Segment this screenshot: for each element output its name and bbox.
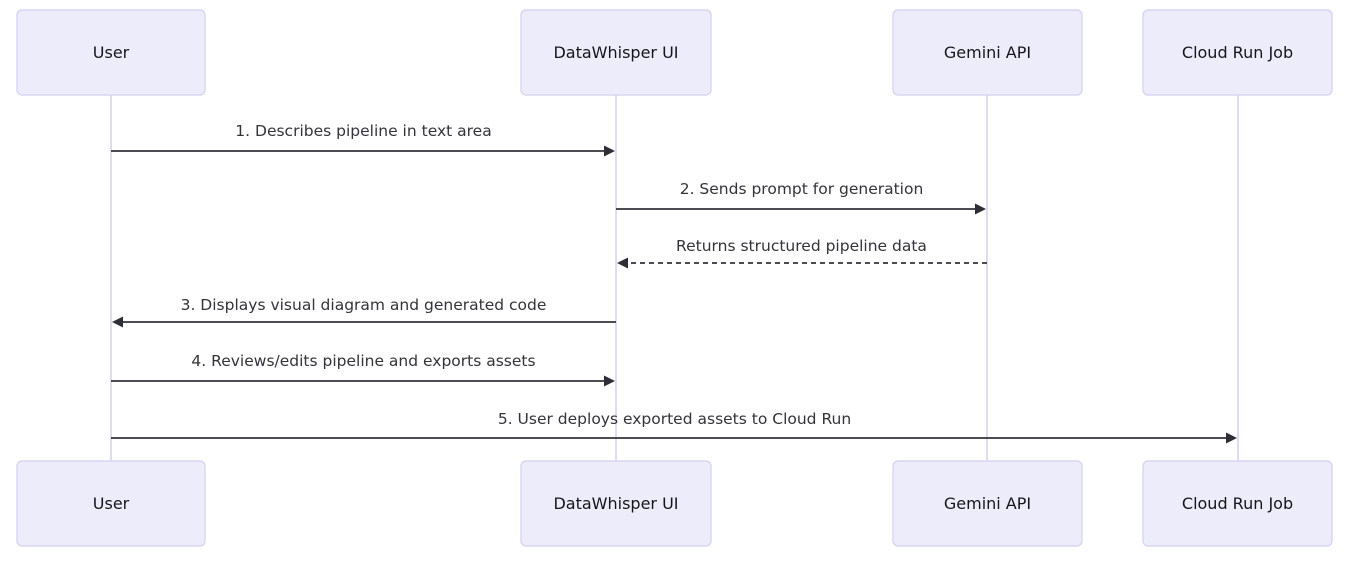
lifelines-group	[110, 95, 1239, 461]
actor-label-gemini-bottom: Gemini API	[944, 494, 1031, 513]
message-label-5: 4. Reviews/edits pipeline and exports as…	[191, 352, 535, 370]
messages-group: 1. Describes pipeline in text area 2. Sen…	[111, 122, 1237, 444]
actor-box-ui-bottom[interactable]	[520, 460, 712, 547]
message-arrowhead-6	[1226, 432, 1237, 444]
message-label-3: Returns structured pipeline data	[676, 237, 927, 255]
message-arrowhead-5	[604, 375, 615, 387]
actor-box-ui-top[interactable]	[520, 9, 712, 96]
actors-top-group: User DataWhisper UI Gemini API Cloud Run Jo…	[16, 9, 1333, 96]
message-arrowhead-4	[112, 316, 123, 328]
actor-label-ui-bottom: DataWhisper UI	[553, 494, 678, 513]
actor-label-user-top: User	[93, 43, 130, 62]
actor-box-user-bottom[interactable]	[16, 460, 206, 547]
actor-box-gemini-top[interactable]	[892, 9, 1083, 96]
actor-box-cloudrun-top[interactable]	[1142, 9, 1333, 96]
message-label-1: 1. Describes pipeline in text area	[235, 122, 491, 140]
message-arrowhead-2	[975, 203, 986, 215]
actor-label-cloudrun-bottom: Cloud Run Job	[1182, 494, 1293, 513]
message-arrowhead-1	[604, 145, 615, 157]
actor-label-user-bottom: User	[93, 494, 130, 513]
actors-bottom-group: User DataWhisper UI Gemini API Cloud Run Jo…	[16, 460, 1333, 547]
actor-box-user-top[interactable]	[16, 9, 206, 96]
message-arrowhead-3	[617, 257, 628, 269]
actor-box-cloudrun-bottom[interactable]	[1142, 460, 1333, 547]
actor-label-ui-top: DataWhisper UI	[553, 43, 678, 62]
actor-label-cloudrun-top: Cloud Run Job	[1182, 43, 1293, 62]
actor-label-gemini-top: Gemini API	[944, 43, 1031, 62]
message-label-2: 2. Sends prompt for generation	[680, 180, 924, 198]
message-label-4: 3. Displays visual diagram and generated…	[181, 296, 547, 314]
actor-box-gemini-bottom[interactable]	[892, 460, 1083, 547]
message-label-6: 5. User deploys exported assets to Cloud…	[498, 410, 851, 428]
